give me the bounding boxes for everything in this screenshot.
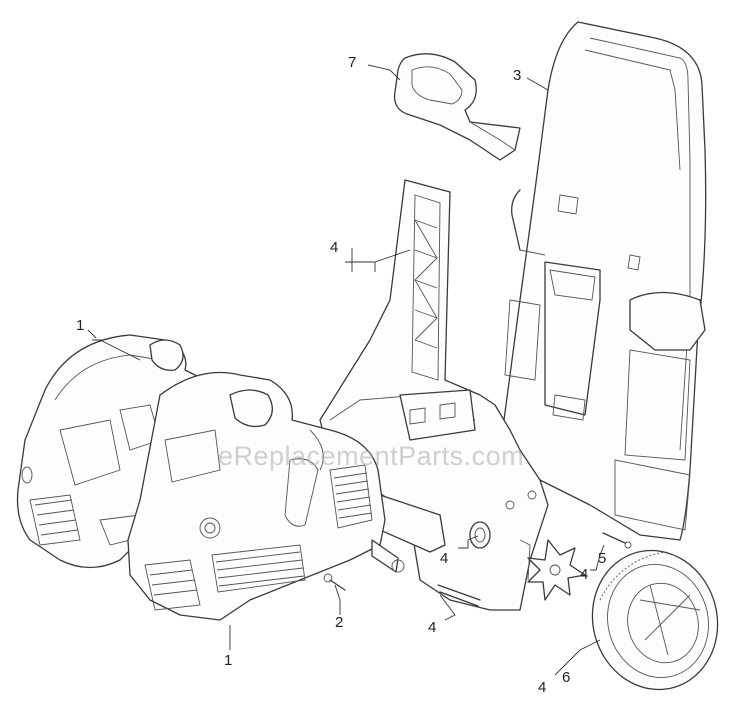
callout-7: 7 <box>348 54 357 71</box>
callout-4-wheel: 4 <box>538 679 547 696</box>
part-fan-impeller <box>527 539 586 601</box>
callout-5: 5 <box>598 550 607 567</box>
part-4-center-column <box>319 179 549 611</box>
part-7-bracket <box>393 53 521 161</box>
small-fittings <box>323 521 632 607</box>
watermark: eReplacementParts.com <box>218 441 525 471</box>
callout-4-column: 4 <box>330 239 339 256</box>
part-3-handle-frame <box>499 21 707 541</box>
callout-2: 2 <box>335 614 344 631</box>
callout-4-pin: 4 <box>428 619 437 636</box>
callout-4-screw: 4 <box>580 566 589 583</box>
part-1-housing-front <box>127 371 386 621</box>
callout-leaders <box>87 64 605 676</box>
callout-1-rear-housing: 1 <box>76 317 85 334</box>
callout-3: 3 <box>513 67 522 84</box>
callout-4-ring: 4 <box>440 550 449 567</box>
part-6-wheel <box>591 549 719 691</box>
callout-1-front-housing: 1 <box>224 652 233 669</box>
callout-6: 6 <box>562 669 571 686</box>
